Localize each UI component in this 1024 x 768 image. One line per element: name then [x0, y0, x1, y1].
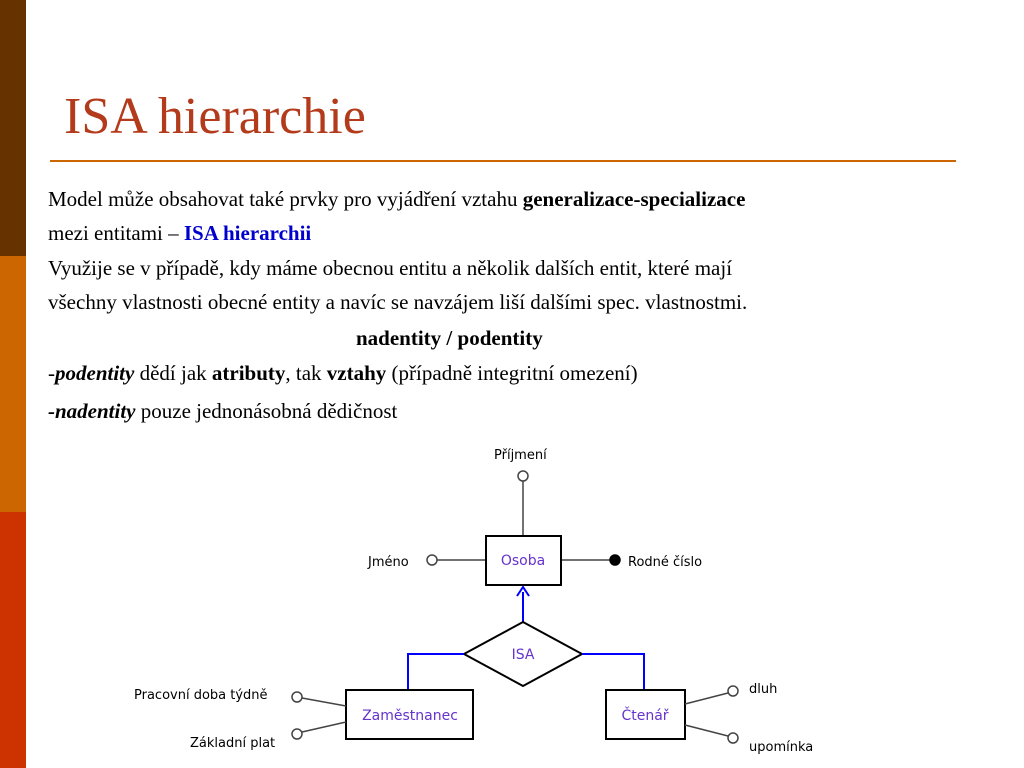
attr-label-rodne-cislo: Rodné číslo [628, 555, 702, 570]
term-generalizace: generalizace-specializace [522, 187, 746, 211]
entity-box-osoba [485, 535, 562, 586]
text-line-6: -podentity dědí jak atributy, tak vztahy… [48, 360, 638, 386]
text-line-4: všechny vlastnosti obecné entity a navíc… [48, 290, 748, 314]
text-line-1: Model může obsahovat také prvky pro vyjá… [48, 186, 745, 212]
line6-part2: , tak [285, 361, 327, 385]
attr-label-jmeno: Jméno [367, 555, 409, 570]
term-nadentity: -nadentity [48, 399, 136, 423]
attr-circle-jmeno [426, 554, 438, 566]
text-line-7: -nadentity pouze jednonásobná dědičnost [48, 398, 397, 424]
key-attr-circle-rodne-cislo [609, 554, 621, 566]
attr-circle-pracovni-doba [291, 691, 303, 703]
line6-part1: dědí jak [134, 361, 212, 385]
isa-label: ISA [512, 647, 535, 663]
term-atributy: atributy [211, 361, 286, 385]
attr-circle-zakladni-plat [291, 728, 303, 740]
attr-label-pracovni-doba: Pracovní doba týdně [134, 688, 268, 703]
attr-line-zakladni-plat [301, 721, 347, 733]
attr-line-dluh [684, 692, 729, 705]
entity-label-zamestnanec: Zaměstnanec [362, 708, 458, 724]
entity-label-ctenar: Čtenář [621, 706, 668, 724]
isa-line-right [582, 653, 645, 690]
attr-label-dluh: dluh [749, 682, 777, 697]
slide-title: ISA hierarchie [64, 88, 366, 145]
line1-text: Model může obsahovat také prvky pro vyjá… [48, 187, 523, 211]
sidebar-band-orange [0, 256, 26, 512]
attr-circle-dluh [727, 685, 739, 697]
text-nadentity-podentity: nadentity / podentity [356, 326, 543, 350]
line6-part3: (případně integritní omezení) [386, 361, 638, 385]
text-line-2: mezi entitami – ISA hierarchii [48, 220, 311, 246]
line7-text: pouze jednonásobná dědičnost [135, 399, 398, 423]
isa-arrow-head [516, 585, 530, 597]
attr-circle-upominka [727, 732, 739, 744]
dash: - [48, 361, 55, 385]
attr-circle-prijmeni [517, 470, 529, 482]
entity-box-zamestnanec [345, 689, 474, 740]
entity-label-osoba: Osoba [501, 553, 545, 569]
term-isa-hierarchii: ISA hierarchii [183, 221, 312, 245]
attr-label-zakladni-plat: Základní plat [190, 736, 275, 751]
isa-diamond [461, 620, 585, 688]
attr-line-pracovni-doba [301, 697, 347, 707]
sidebar-band-red [0, 512, 26, 768]
term-vztahy: vztahy [326, 361, 387, 385]
title-underline [50, 160, 956, 162]
isa-line-left [407, 653, 464, 690]
attr-label-upominka: upomínka [749, 740, 813, 755]
term-podentity: podentity [55, 361, 135, 385]
sidebar-band-dark [0, 0, 26, 256]
text-line-3: Využije se v případě, kdy máme obecnou e… [48, 256, 733, 280]
line2-text: mezi entitami – [48, 221, 184, 245]
attr-line-upominka [684, 724, 729, 737]
entity-box-ctenar [605, 689, 686, 740]
attr-label-prijmeni: Příjmení [494, 448, 547, 463]
